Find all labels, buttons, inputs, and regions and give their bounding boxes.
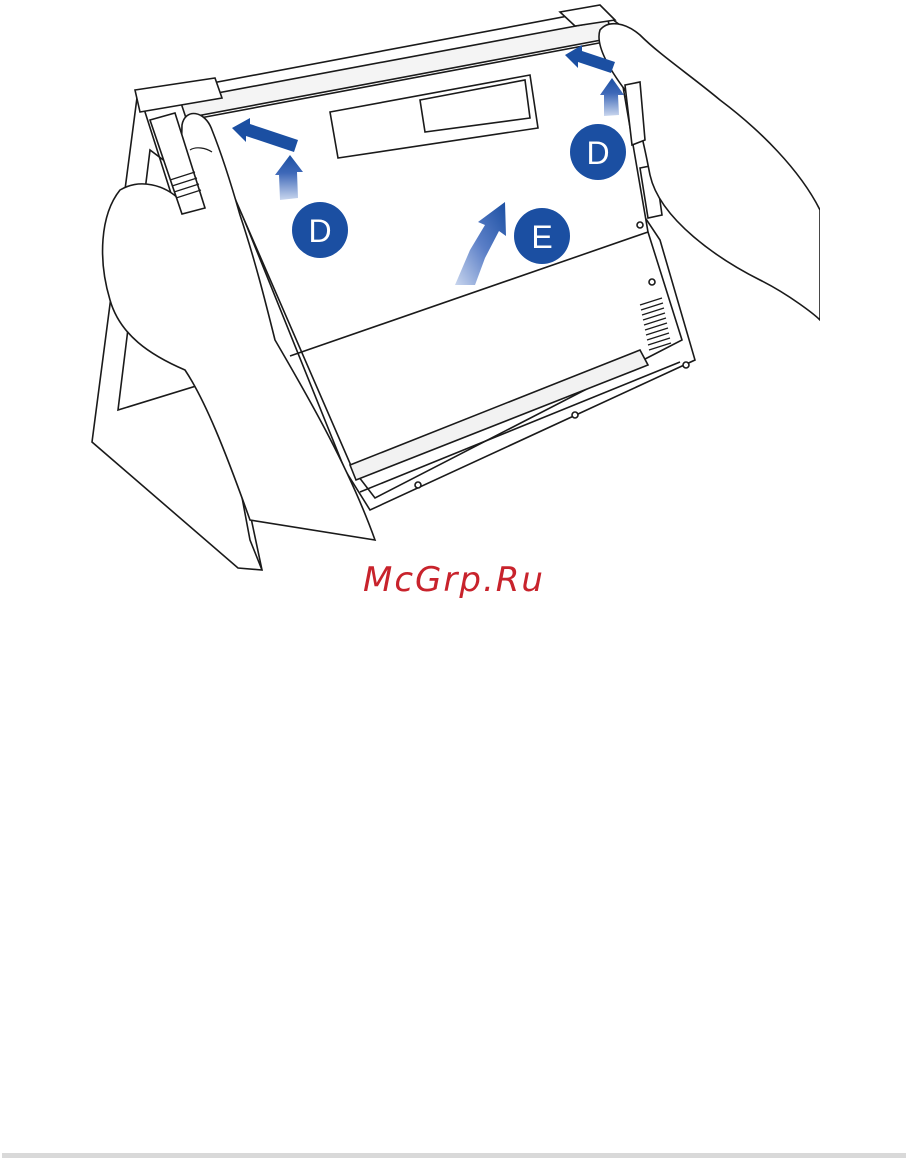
marker-d-left: D <box>292 202 348 258</box>
laptop-bottom-cover-removal-illustration: D D E <box>80 0 820 575</box>
marker-e-label: E <box>531 219 552 255</box>
marker-e: E <box>514 208 570 264</box>
marker-d-right: D <box>570 124 626 180</box>
watermark-text: McGrp.Ru <box>0 560 908 600</box>
marker-d-left-label: D <box>308 213 331 249</box>
page-bottom-rule <box>2 1153 906 1158</box>
marker-d-right-label: D <box>586 135 609 171</box>
